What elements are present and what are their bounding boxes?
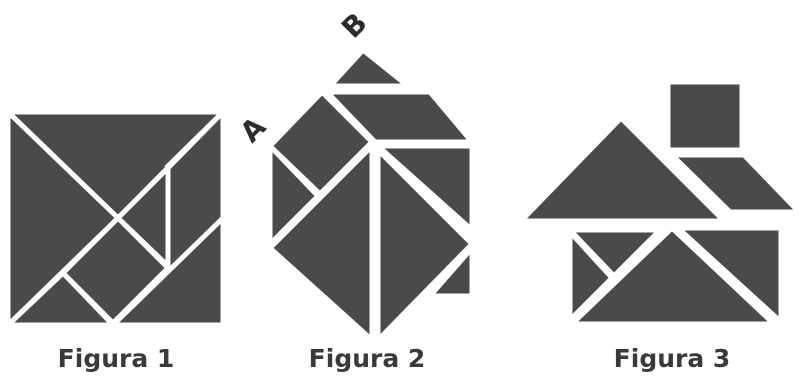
figure-3-caption: Figura 3 xyxy=(614,344,731,373)
fig2-right-lower-triangle xyxy=(424,241,475,299)
figure-2-caption: Figura 2 xyxy=(309,344,426,373)
fig2-top-parallelogram xyxy=(321,89,478,145)
fig1-bottom-right-triangle xyxy=(106,212,226,328)
fig3-wall-right-triangle xyxy=(671,225,784,328)
fig2-left-small-triangle xyxy=(267,139,322,251)
fig2-top-triangle-b xyxy=(324,46,416,89)
figure-2 xyxy=(266,46,478,347)
fig2-right-large-triangle xyxy=(375,143,476,347)
fig2-left-large-triangle xyxy=(266,139,375,346)
fig1-bottom-left-triangle xyxy=(1,269,119,328)
figure-3 xyxy=(515,79,799,328)
marker-b-label: B xyxy=(335,6,373,44)
figure-1-caption: Figura 1 xyxy=(58,344,175,373)
figure-1 xyxy=(1,105,229,331)
marker-a-label: A xyxy=(234,110,273,149)
fig2-right-upper-triangle xyxy=(371,143,475,236)
fig3-wall-center-triangle xyxy=(565,224,781,327)
fig3-wall-left-small-triangle xyxy=(567,225,616,327)
fig3-roof-parallelogram xyxy=(665,152,799,215)
fig3-chimney-square xyxy=(665,79,745,153)
fig3-roof-large-triangle xyxy=(515,114,731,224)
